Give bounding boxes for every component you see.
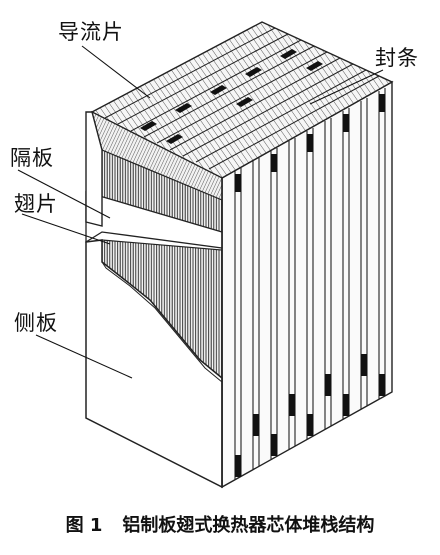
figure-caption: 图 1 铝制板翅式换热器芯体堆栈结构 xyxy=(0,511,440,537)
leader-parting-sheet xyxy=(17,169,111,219)
leader-fin xyxy=(21,213,111,245)
label-parting-sheet: 隔板 xyxy=(10,146,54,170)
upper-front-plate xyxy=(85,111,103,227)
leader-side-plate xyxy=(35,334,133,379)
leader-lines xyxy=(17,45,384,379)
label-seal-bar: 封条 xyxy=(375,46,419,70)
top-face xyxy=(90,21,394,179)
leader-seal-bar xyxy=(309,69,384,105)
side-plate xyxy=(85,239,223,489)
leader-guide-vane xyxy=(81,45,151,99)
label-guide-vane: 导流片 xyxy=(58,20,124,44)
front-face xyxy=(85,110,223,489)
parting-sheet xyxy=(85,191,223,249)
label-side-plate: 侧板 xyxy=(14,311,58,335)
seal-bar-marks xyxy=(235,94,385,477)
label-fin: 翅片 xyxy=(14,192,58,216)
figure-number: 图 1 xyxy=(65,515,103,536)
layer-stack xyxy=(221,80,393,489)
figure-title: 铝制板翅式换热器芯体堆栈结构 xyxy=(122,515,375,536)
